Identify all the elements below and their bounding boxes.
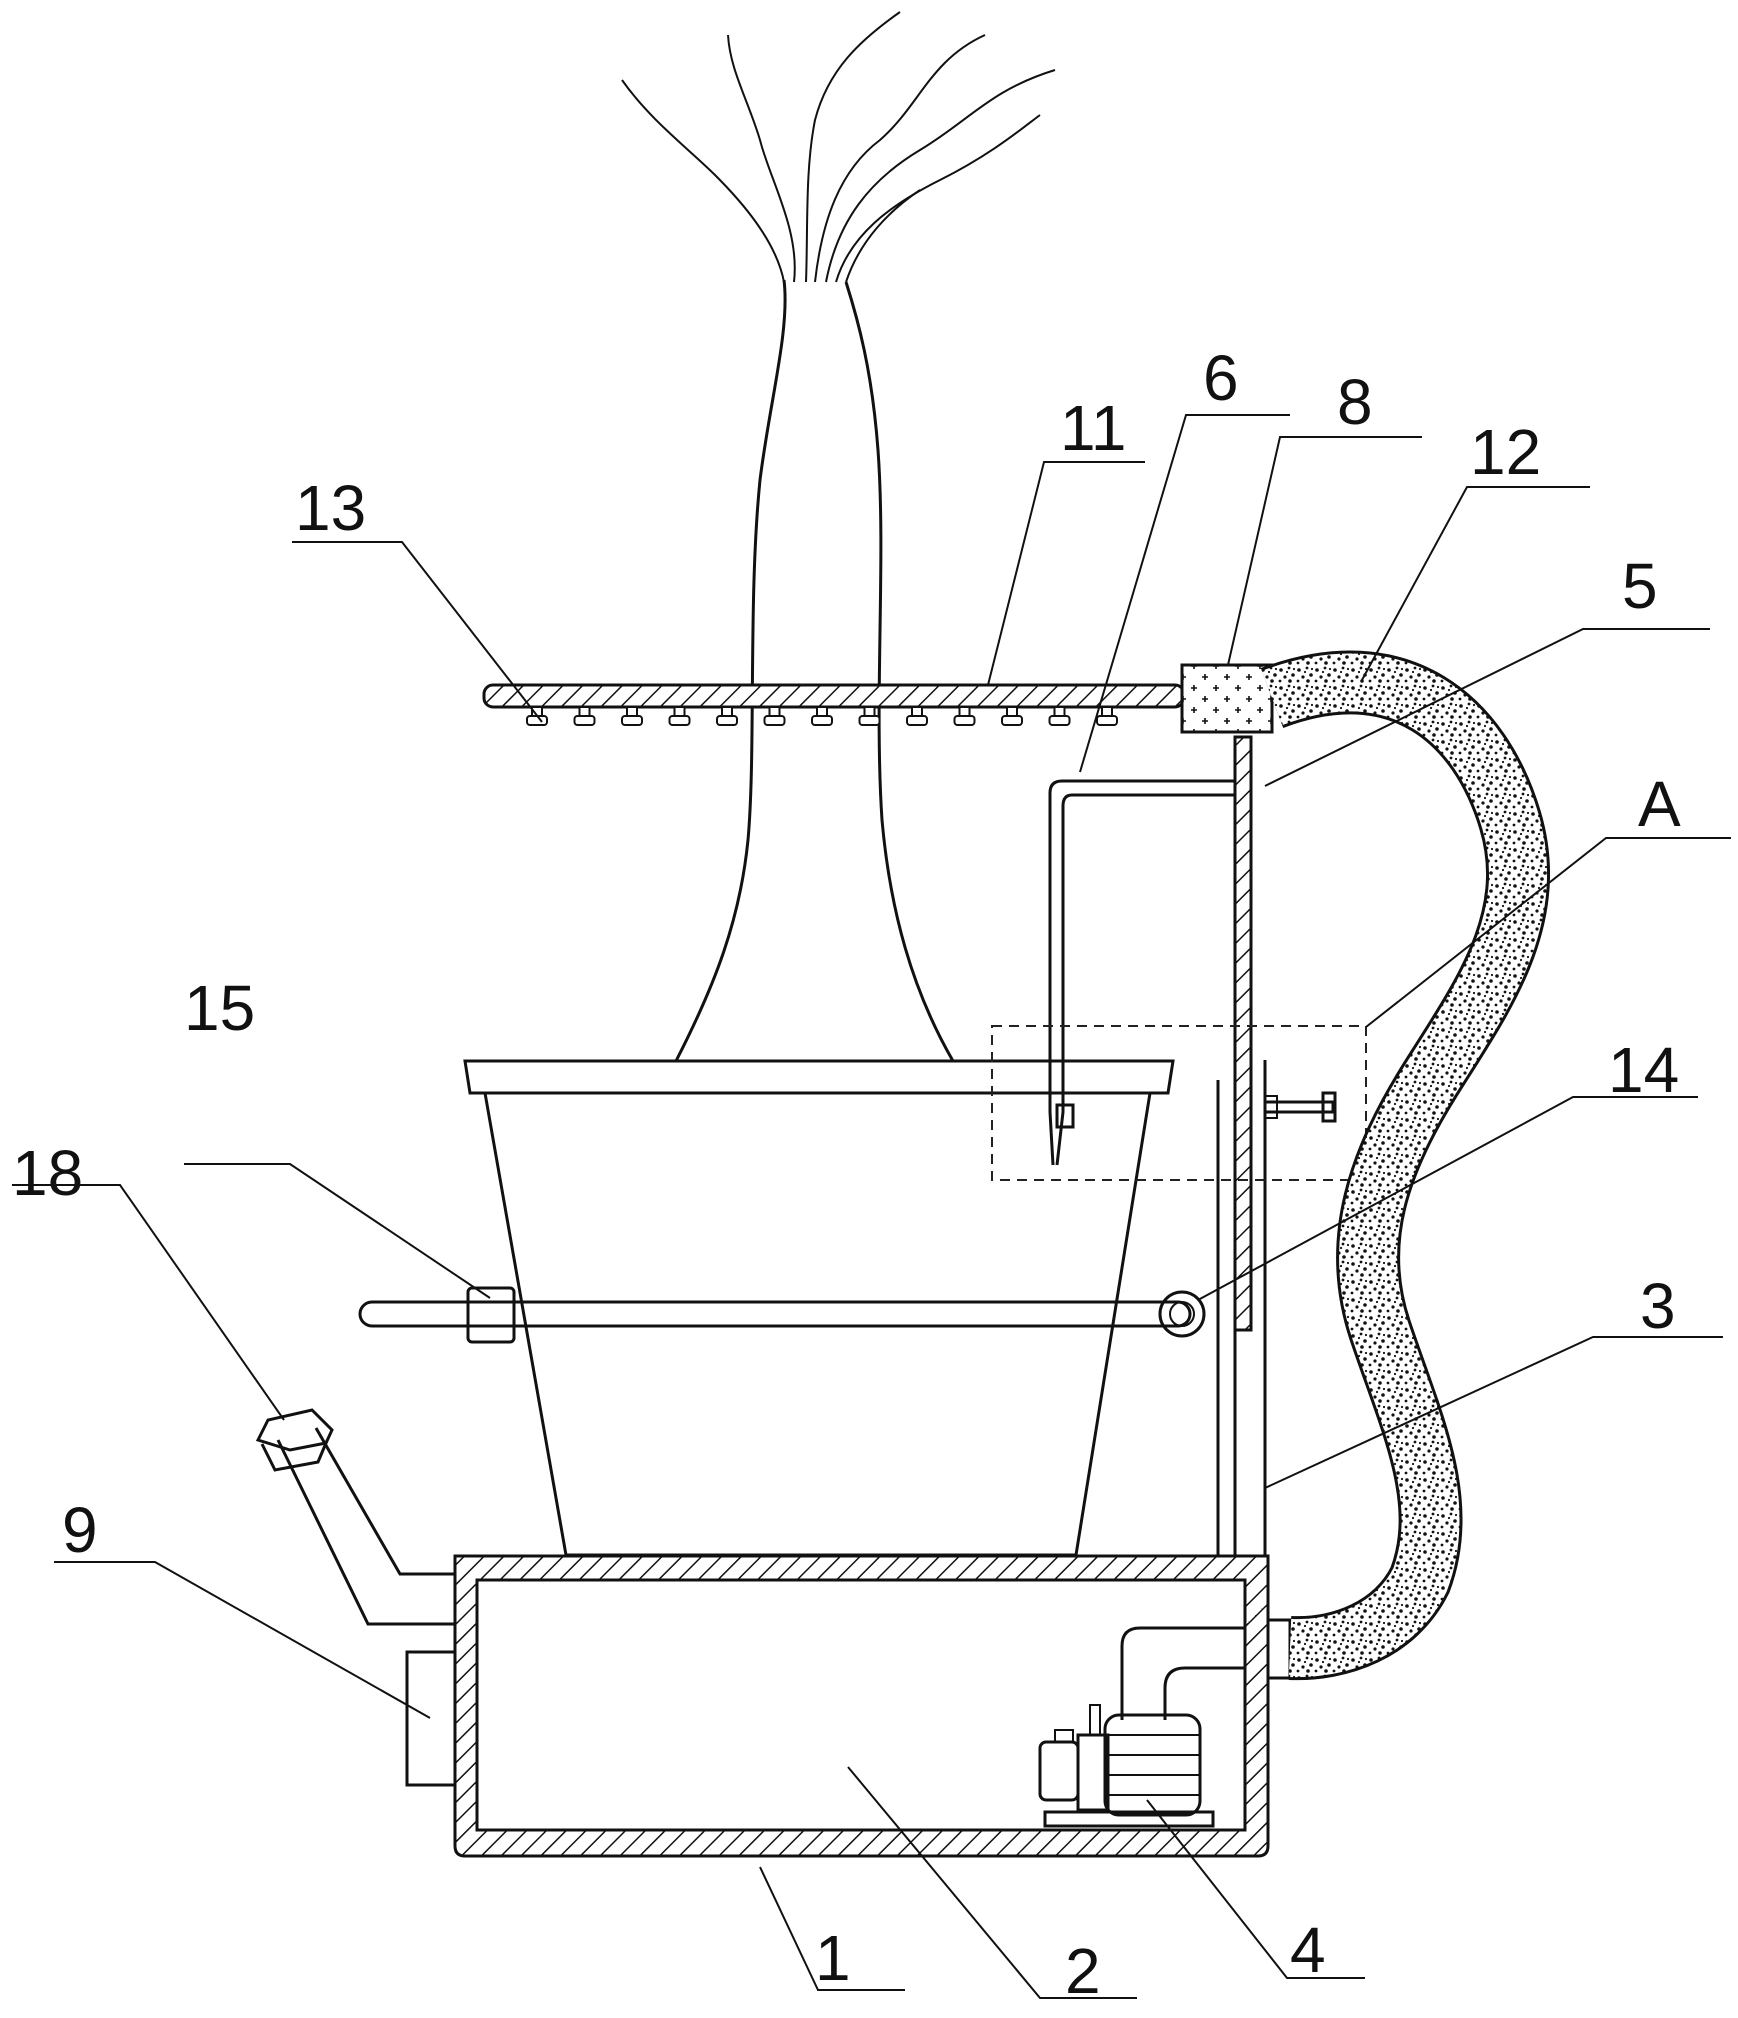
nozzle-tip	[1002, 716, 1022, 725]
tree	[622, 12, 1055, 1061]
connector-8	[1182, 665, 1272, 732]
nozzle-tip	[765, 716, 785, 725]
nozzle-tip	[670, 716, 690, 725]
nozzle-stem	[865, 707, 875, 716]
nozzle-tip	[907, 716, 927, 725]
nozzle-tip	[860, 716, 880, 725]
nozzle-tip	[575, 716, 595, 725]
nozzle-tip	[622, 716, 642, 725]
label-15: 15	[184, 972, 255, 1044]
label-18: 18	[12, 1137, 83, 1209]
label-13: 13	[295, 472, 366, 544]
control-box-9	[407, 1652, 455, 1785]
nozzle-tip	[955, 716, 975, 725]
nozzle-tip	[527, 716, 547, 725]
support-column-5	[1235, 737, 1251, 1330]
clamp-block-15	[468, 1288, 514, 1342]
nozzle-stem	[960, 707, 970, 716]
nozzle-stem	[912, 707, 922, 716]
nozzle-stem	[722, 707, 732, 716]
label-4: 4	[1290, 1914, 1326, 1986]
label-1: 1	[815, 1922, 851, 1994]
nozzle-stem	[817, 707, 827, 716]
nozzle-tip	[812, 716, 832, 725]
flower-pot	[465, 1061, 1173, 1555]
spray-bar-11	[484, 685, 1184, 707]
nozzle-stem	[770, 707, 780, 716]
label-9: 9	[62, 1494, 98, 1566]
nozzle-tip	[1097, 716, 1117, 725]
tank-outlet	[1268, 1620, 1290, 1678]
label-3: 3	[1640, 1270, 1676, 1342]
nozzle-stem	[1102, 707, 1112, 716]
label-14: 14	[1608, 1034, 1679, 1106]
label-8: 8	[1337, 366, 1373, 438]
nozzle-tip	[1050, 716, 1070, 725]
fill-pipe-18	[258, 1410, 455, 1624]
label-12: 12	[1470, 416, 1541, 488]
nozzle-stem	[1007, 707, 1017, 716]
nozzle-stem	[580, 707, 590, 716]
rod-pivot-14	[1160, 1292, 1204, 1336]
label-2: 2	[1065, 1935, 1101, 2007]
sensor-pipe-6	[1050, 781, 1235, 1165]
nozzle-stem	[1055, 707, 1065, 716]
nozzle-stem	[675, 707, 685, 716]
nozzle-tip	[717, 716, 737, 725]
adjust-bolt	[1265, 1093, 1335, 1121]
label-6: 6	[1203, 342, 1239, 414]
label-A: A	[1638, 768, 1681, 840]
label-11: 11	[1060, 392, 1126, 464]
spray-nozzles-13	[527, 707, 1117, 725]
label-5: 5	[1622, 550, 1658, 622]
nozzle-stem	[627, 707, 637, 716]
